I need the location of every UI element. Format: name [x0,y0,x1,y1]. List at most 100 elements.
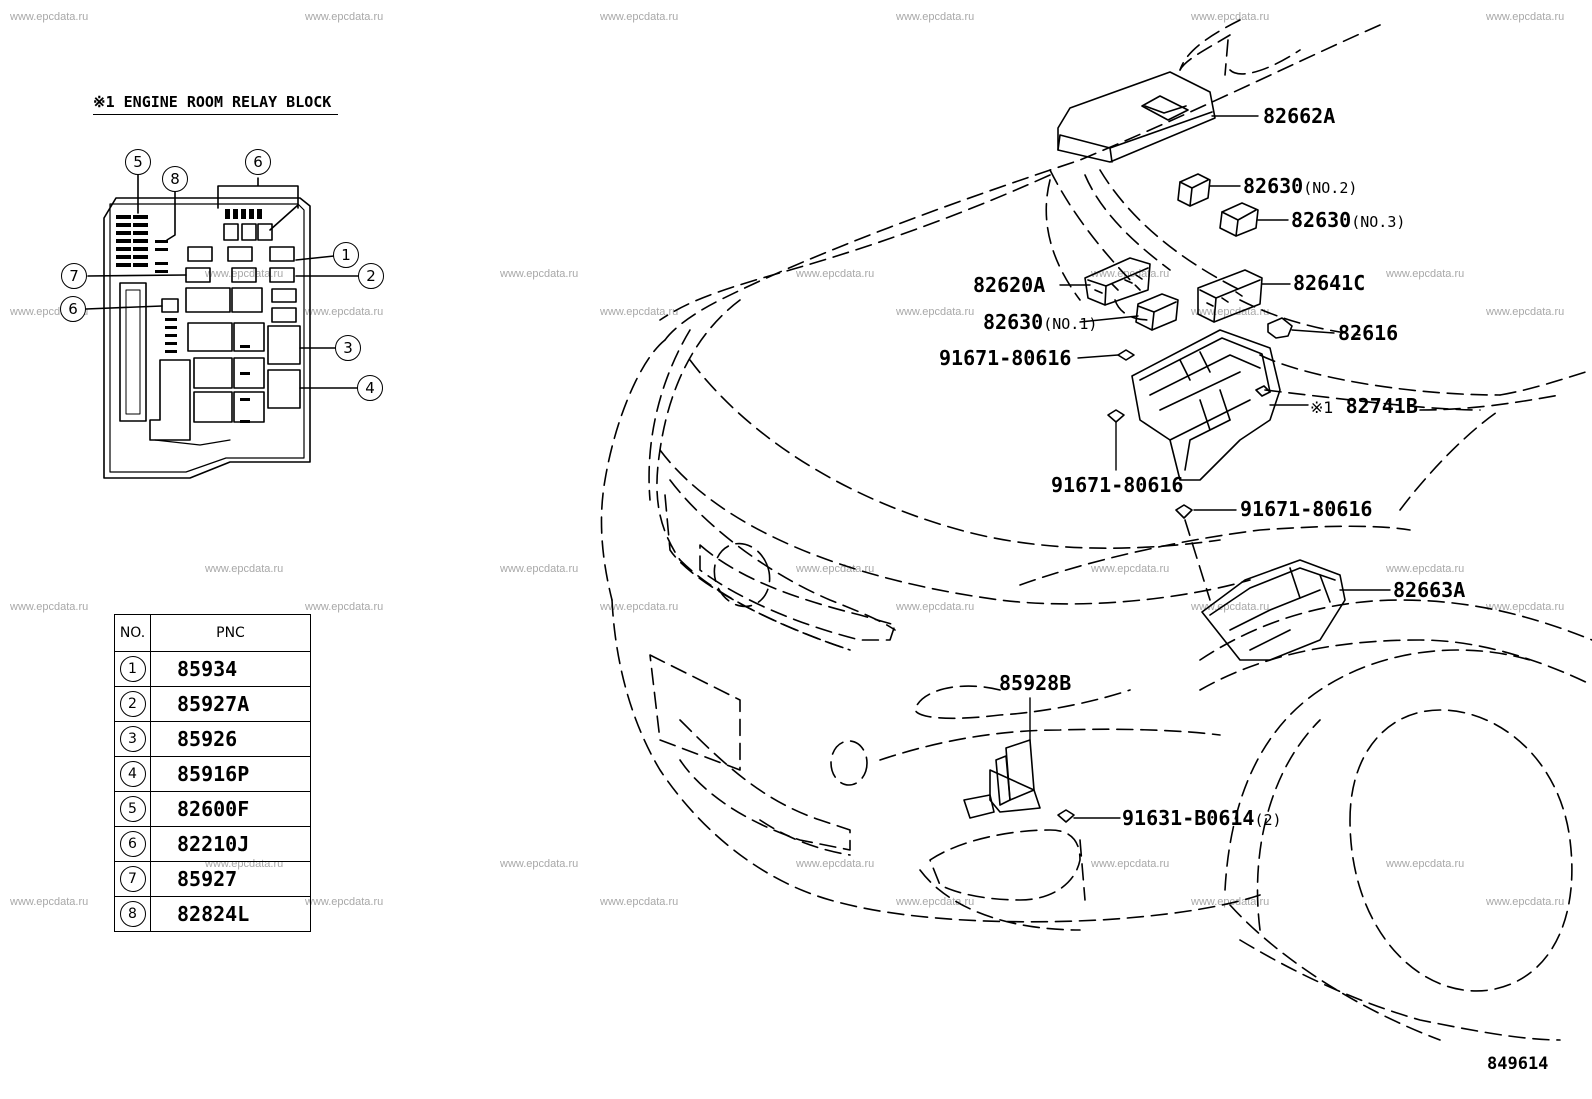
watermark: www.epcdata.ru [1191,11,1270,23]
watermark: www.epcdata.ru [1091,563,1170,575]
callout-8: 8 [162,166,188,192]
table-row: 2 85927A [114,686,311,722]
relay-82630-no1 [1135,293,1179,331]
table-row: 6 82210J [114,826,311,862]
fuse-block-82620a [1084,257,1151,306]
row-pnc[interactable]: 85934 [150,651,311,687]
relay-block-housing [1131,329,1281,481]
watermark: www.epcdata.ru [10,11,89,23]
watermark: www.epcdata.ru [1191,306,1270,318]
table-row: 8 82824L [114,896,311,932]
part-label-82641c[interactable]: 82641C [1293,271,1366,295]
table-row: 5 82600F [114,791,311,827]
diagram-number: 849614 [1487,1054,1549,1074]
watermark: www.epcdata.ru [896,601,975,613]
callout-1: 1 [333,242,359,268]
part-label-82616[interactable]: 82616 [1338,321,1399,345]
header-no: NO. [114,614,151,652]
part-label-82620a[interactable]: 82620A [973,273,1046,297]
watermark: www.epcdata.ru [796,563,875,575]
part-label-suffix: (NO.1) [1043,315,1098,333]
watermark: www.epcdata.ru [600,896,679,908]
watermark: www.epcdata.ru [600,306,679,318]
watermark: www.epcdata.ru [500,268,579,280]
row-number: 1 [114,651,151,687]
row-pnc[interactable]: 85927 [150,861,311,897]
watermark: www.epcdata.ru [1486,896,1565,908]
table-row: 4 85916P [114,756,311,792]
watermark: www.epcdata.ru [1486,601,1565,613]
watermark: www.epcdata.ru [896,306,975,318]
watermark: www.epcdata.ru [796,268,875,280]
row-number: 5 [114,791,151,827]
car-body-outline [600,19,1592,1041]
part-label-91671-80616-b[interactable]: 91671-80616 [1051,473,1184,497]
bracket-82663a [1201,559,1346,661]
row-pnc[interactable]: 85927A [150,686,311,722]
watermark: www.epcdata.ru [205,563,284,575]
part-label-91671-80616-c[interactable]: 91671-80616 [1240,497,1373,521]
watermark: www.epcdata.ru [10,601,89,613]
row-pnc[interactable]: 82600F [150,791,311,827]
row-number: 8 [114,896,151,932]
leader-lines [1029,115,1391,819]
relay-block-title: ※1 ENGINE ROOM RELAY BLOCK [93,93,332,111]
part-label-82662a[interactable]: 82662A [1263,104,1336,128]
watermark: www.epcdata.ru [1091,858,1170,870]
watermark: www.epcdata.ru [305,601,384,613]
callout-6-left: 6 [60,296,86,322]
watermark: www.epcdata.ru [500,858,579,870]
callout-7: 7 [61,263,87,289]
watermark: www.epcdata.ru [500,563,579,575]
watermark: www.epcdata.ru [305,306,384,318]
relay-82630-no3 [1219,202,1259,237]
part-label-85928b[interactable]: 85928B [999,671,1072,695]
watermark: www.epcdata.ru [1386,563,1465,575]
row-number: 3 [114,721,151,757]
watermark: www.epcdata.ru [305,896,384,908]
watermark: www.epcdata.ru [600,11,679,23]
part-label-suffix: (2) [1254,811,1282,829]
row-number: 7 [114,861,151,897]
row-pnc[interactable]: 82824L [150,896,311,932]
part-label-82741b[interactable]: ※1 82741B [1310,394,1418,418]
callout-5: 5 [125,149,151,175]
part-label-suffix: (NO.3) [1351,213,1406,231]
part-label-82630-no3[interactable]: 82630(NO.3) [1291,208,1406,232]
table-row: 3 85926 [114,721,311,757]
table-row: 1 85934 [114,651,311,687]
note-mark: ※1 [1310,398,1334,417]
row-pnc[interactable]: 85916P [150,756,311,792]
watermark: www.epcdata.ru [1486,306,1565,318]
bolts [1057,349,1271,823]
watermark: www.epcdata.ru [305,11,384,23]
row-number: 4 [114,756,151,792]
row-number: 6 [114,826,151,862]
part-label-91631-b0614[interactable]: 91631-B0614(2) [1122,806,1282,830]
clip-82616 [1267,317,1293,339]
watermark: www.epcdata.ru [796,858,875,870]
part-label-82630-no2[interactable]: 82630(NO.2) [1243,174,1358,198]
horn-85928b [963,739,1041,819]
watermark: www.epcdata.ru [205,268,284,280]
row-pnc[interactable]: 85926 [150,721,311,757]
relay-82630-no2 [1177,173,1211,207]
row-pnc[interactable]: 82210J [150,826,311,862]
watermark: www.epcdata.ru [600,601,679,613]
fuse-block-82641c [1197,269,1263,323]
title-underline [93,114,338,115]
watermark: www.epcdata.ru [1191,601,1270,613]
watermark: www.epcdata.ru [896,896,975,908]
part-label-91671-80616-a[interactable]: 91671-80616 [939,346,1072,370]
watermark: www.epcdata.ru [10,896,89,908]
pnc-table-header: NO. PNC [114,614,311,652]
part-label-82630-no1[interactable]: 82630(NO.1) [983,310,1098,334]
pnc-table: NO. PNC 1 85934 2 85927A 3 85926 4 85916… [114,614,311,932]
watermark: www.epcdata.ru [1486,11,1565,23]
watermark: www.epcdata.ru [1386,268,1465,280]
header-pnc: PNC [150,614,311,652]
relay-block-cover [1057,71,1216,163]
relay-block-outline [85,171,360,479]
part-label-82663a[interactable]: 82663A [1393,578,1466,602]
row-number: 2 [114,686,151,722]
